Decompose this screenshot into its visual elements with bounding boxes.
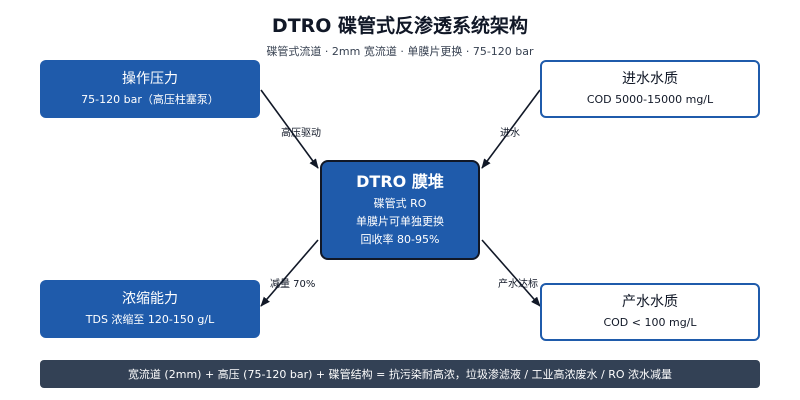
node-permeate-quality: 产水水质 COD < 100 mg/L (540, 283, 760, 341)
node-detail: TDS 浓缩至 120-150 g/L (85, 312, 215, 326)
node-detail: 碟管式 RO (373, 196, 427, 210)
node-title: DTRO 膜堆 (356, 171, 444, 191)
node-dtro-stack: DTRO 膜堆 碟管式 RO 单膜片可单独更换 回收率 80-95% (320, 160, 480, 260)
node-detail: COD < 100 mg/L (603, 315, 697, 329)
summary-footer: 宽流道 (2mm) + 高压 (75-120 bar) + 碟管结构 = 抗污染… (40, 360, 760, 388)
node-title: 操作压力 (122, 70, 178, 87)
edge-influent-to-center (481, 89, 541, 169)
node-operating-pressure: 操作压力 75-120 bar（高压柱塞泵） (40, 60, 260, 118)
node-detail: 回收率 80-95% (360, 232, 440, 246)
node-detail: COD 5000-15000 mg/L (586, 92, 714, 106)
edge-label-pressure: 高压驱动 (281, 128, 321, 139)
node-influent-quality: 进水水质 COD 5000-15000 mg/L (540, 60, 760, 118)
diagram-subtitle: 碟管式流道 · 2mm 宽流道 · 单膜片更换 · 75-120 bar (266, 45, 534, 58)
node-detail: 75-120 bar（高压柱塞泵） (81, 92, 219, 106)
edge-center-to-permeate (481, 239, 541, 307)
node-title: 产水水质 (622, 293, 678, 310)
edge-label-concentrate: 减量 70% (270, 279, 316, 290)
node-title: 浓缩能力 (122, 290, 178, 307)
diagram-title: DTRO 碟管式反渗透系统架构 (271, 15, 529, 37)
node-title: 进水水质 (622, 70, 678, 87)
edge-center-to-concentrate (260, 239, 319, 307)
node-detail: 单膜片可单独更换 (356, 214, 444, 228)
node-concentration-capacity: 浓缩能力 TDS 浓缩至 120-150 g/L (40, 280, 260, 338)
edge-label-permeate: 产水达标 (498, 279, 538, 290)
edge-label-influent: 进水 (500, 128, 520, 139)
edge-pressure-to-center (260, 89, 319, 169)
